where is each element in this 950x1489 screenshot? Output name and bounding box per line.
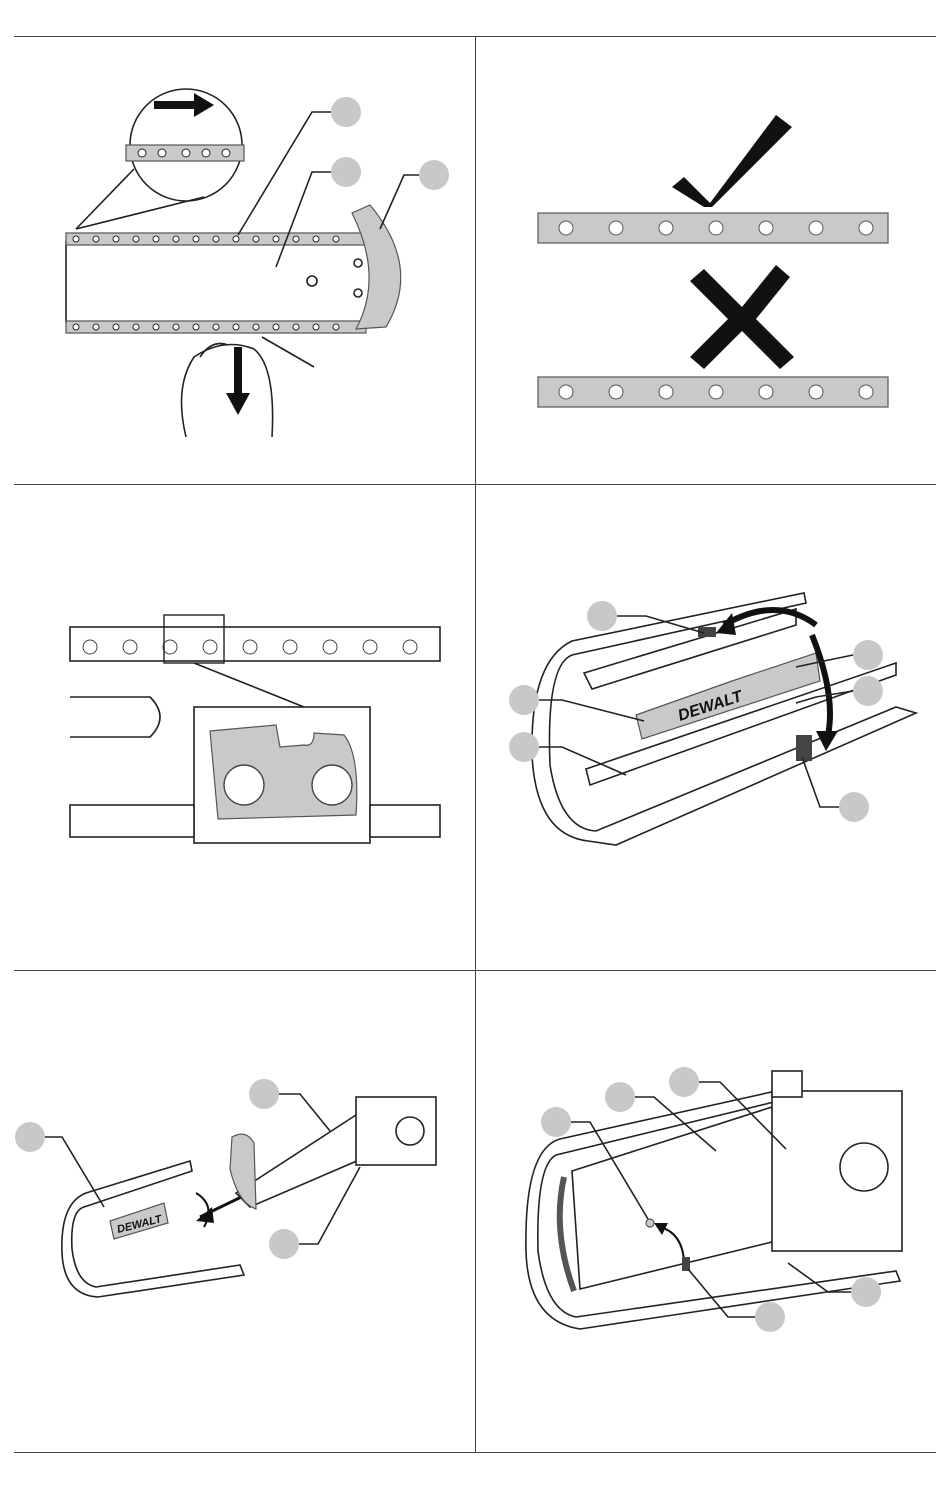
nose-guard — [560, 1177, 574, 1291]
guide-bar-tip — [70, 697, 160, 737]
bottom-rule — [14, 1452, 936, 1453]
panel-chain-direction — [14, 37, 474, 483]
checkmark-icon — [672, 115, 792, 207]
chain-orientation-illustration — [476, 37, 936, 483]
callout-circle — [587, 601, 617, 631]
tension-pin — [646, 1219, 654, 1227]
panel-chain-link-detail — [14, 485, 474, 969]
callout-circle — [605, 1082, 635, 1112]
cross-icon — [690, 265, 794, 369]
callout-circle — [839, 792, 869, 822]
callout-circle — [853, 640, 883, 670]
chain-link-illustration — [14, 485, 474, 969]
arrow-icon — [812, 635, 830, 735]
panel-bar-in-scabbard-installed — [476, 971, 936, 1451]
bar-installed-illustration — [476, 971, 936, 1451]
bar-into-scabbard-illustration: DEWALT — [0, 971, 474, 1451]
chain-bottom-right — [370, 805, 440, 837]
callout-circle — [853, 676, 883, 706]
chain-bottom-left — [70, 805, 194, 837]
clip-right — [796, 735, 812, 761]
nose-guard — [230, 1134, 256, 1209]
callout-circle — [541, 1107, 571, 1137]
callout-circle — [331, 157, 361, 187]
callout-circle — [851, 1277, 881, 1307]
chain-direction-illustration — [14, 37, 474, 483]
callout-circle — [509, 685, 539, 715]
callout-circle — [269, 1229, 299, 1259]
callout-circle — [509, 732, 539, 762]
guide-bar — [66, 242, 394, 322]
panel-bar-into-scabbard: DEWALT — [0, 971, 474, 1451]
hand — [182, 345, 273, 438]
callout-circle — [249, 1079, 279, 1109]
callout-circle — [669, 1067, 699, 1097]
callout-circle — [331, 97, 361, 127]
callout-circle — [15, 1122, 45, 1152]
callout-circle — [755, 1302, 785, 1332]
scabbard-illustration: DEWALT — [476, 485, 936, 969]
panel-scabbard-wrench-storage: DEWALT — [476, 485, 936, 969]
panel-chain-orientation-check — [476, 37, 936, 483]
callout-circle — [419, 160, 449, 190]
